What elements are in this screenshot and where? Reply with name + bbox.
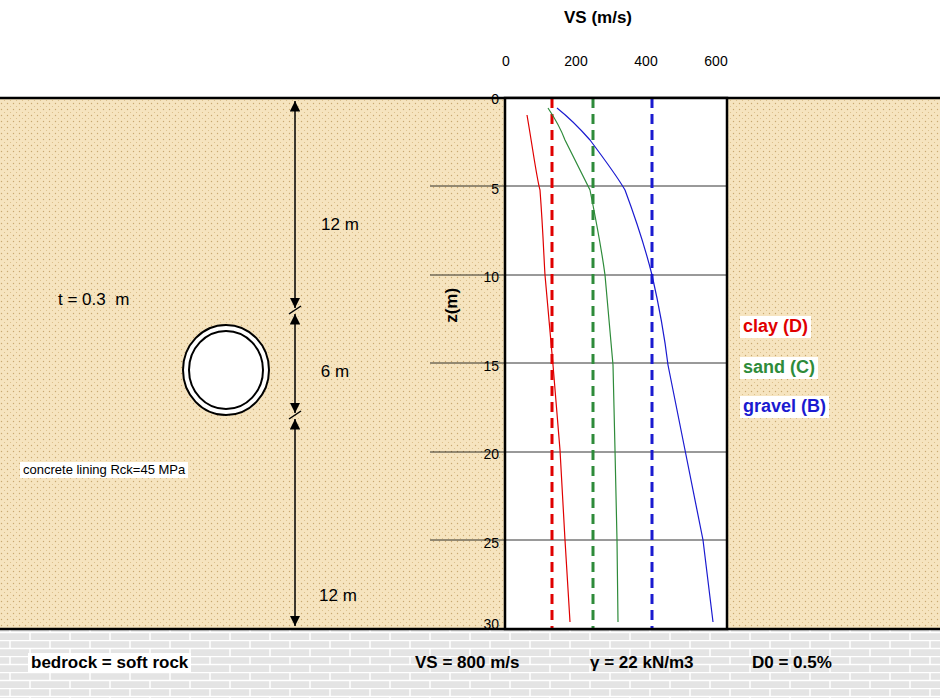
depth-tick-label: 0 [491, 92, 499, 107]
gravel-curve [557, 108, 713, 622]
axis-title: VS (m/s) [564, 9, 632, 28]
dimension-label: 12 m [321, 216, 359, 235]
depth-tick-label: 30 [483, 617, 499, 632]
chart-area [505, 98, 727, 629]
dimension-line [289, 101, 301, 626]
dimension-label: 12 m [319, 587, 357, 606]
soil-type-label: clay (D) [740, 316, 811, 338]
material-note: concrete lining Rck=45 MPa [20, 462, 188, 478]
depth-tick-label: 10 [483, 270, 499, 285]
bedrock-property: D0 = 0.5% [752, 654, 832, 673]
soil-type-label: gravel (B) [740, 396, 829, 418]
grid-lines [430, 186, 727, 540]
bedrock-label: bedrock = soft rock [28, 653, 191, 674]
chart-frame [505, 98, 727, 629]
gravel-mean-line [651, 98, 654, 629]
depth-tick-label: 15 [483, 359, 499, 374]
tick-label: 400 [634, 54, 657, 69]
bedrock-property: VS = 800 m/s [415, 654, 519, 673]
soil-layer [0, 98, 940, 629]
soil-type-label: sand (C) [740, 357, 818, 379]
bedrock [0, 629, 940, 698]
ground-surface [0, 97, 940, 100]
depth-tick-label: 5 [491, 182, 499, 197]
tick-label: 600 [704, 54, 727, 69]
depth-tick-label: 20 [483, 447, 499, 462]
tunnel-void [189, 331, 263, 409]
bedrock-property: γ = 22 kN/m3 [590, 654, 694, 673]
tick-label: 0 [502, 54, 510, 69]
clay-curve [527, 115, 570, 622]
tick-label: 200 [564, 54, 587, 69]
sand-mean-line [592, 98, 595, 629]
dimension-label: 6 m [321, 363, 349, 382]
depth-tick-label: 25 [483, 536, 499, 551]
sand-curve [548, 108, 618, 622]
tunnel-lining [183, 325, 269, 415]
thickness-label: t = 0.3 m [58, 291, 129, 310]
bedrock-surface [0, 628, 940, 631]
axis-title: z(m) [443, 288, 462, 323]
